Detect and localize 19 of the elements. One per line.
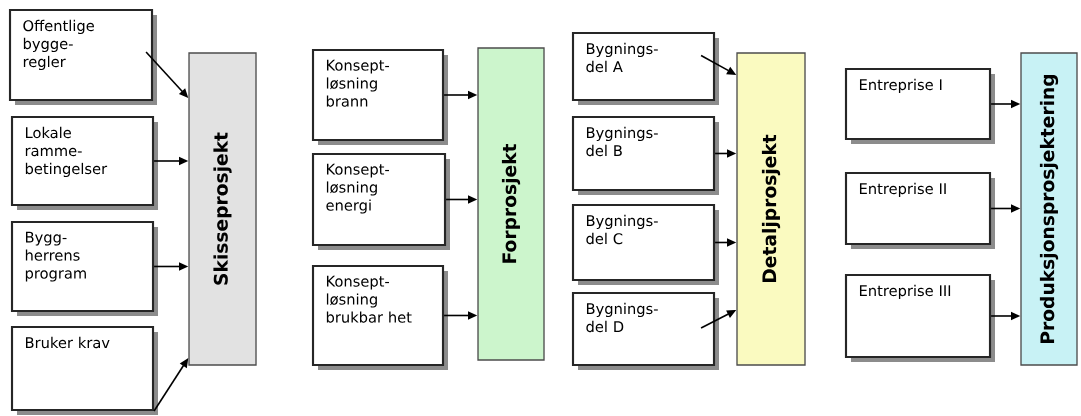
phase-box: Produksjonsprosjektering <box>1020 52 1078 366</box>
phase-box: Forprosjekt <box>477 47 545 361</box>
text-box: Konsept- løsning energi <box>311 152 450 250</box>
text-box: Bygnings- del B <box>571 115 719 195</box>
phase-box: Detaljprosjekt <box>736 52 806 366</box>
text-box: Lokale ramme- betingelser <box>10 115 158 210</box>
text-box: Bygnings- del C <box>571 203 719 285</box>
text-box: Konsept- løsning brann <box>311 48 448 145</box>
text-box: Offentlige bygge- regler <box>8 8 157 105</box>
text-box: Bygnings- del A <box>571 31 719 105</box>
text-box: Entreprise I <box>844 67 995 144</box>
text-box: Bygnings- del D <box>571 291 719 370</box>
text-box: Konsept- løsning brukbar het <box>311 264 448 370</box>
text-box: Entreprise III <box>844 273 995 362</box>
text-box: Entreprise II <box>844 171 995 249</box>
phase-box: Skisseprosjekt <box>188 52 257 366</box>
text-box: Bygg- herrens program <box>10 220 158 316</box>
arrow <box>153 358 189 412</box>
text-box: Bruker krav <box>10 325 158 415</box>
